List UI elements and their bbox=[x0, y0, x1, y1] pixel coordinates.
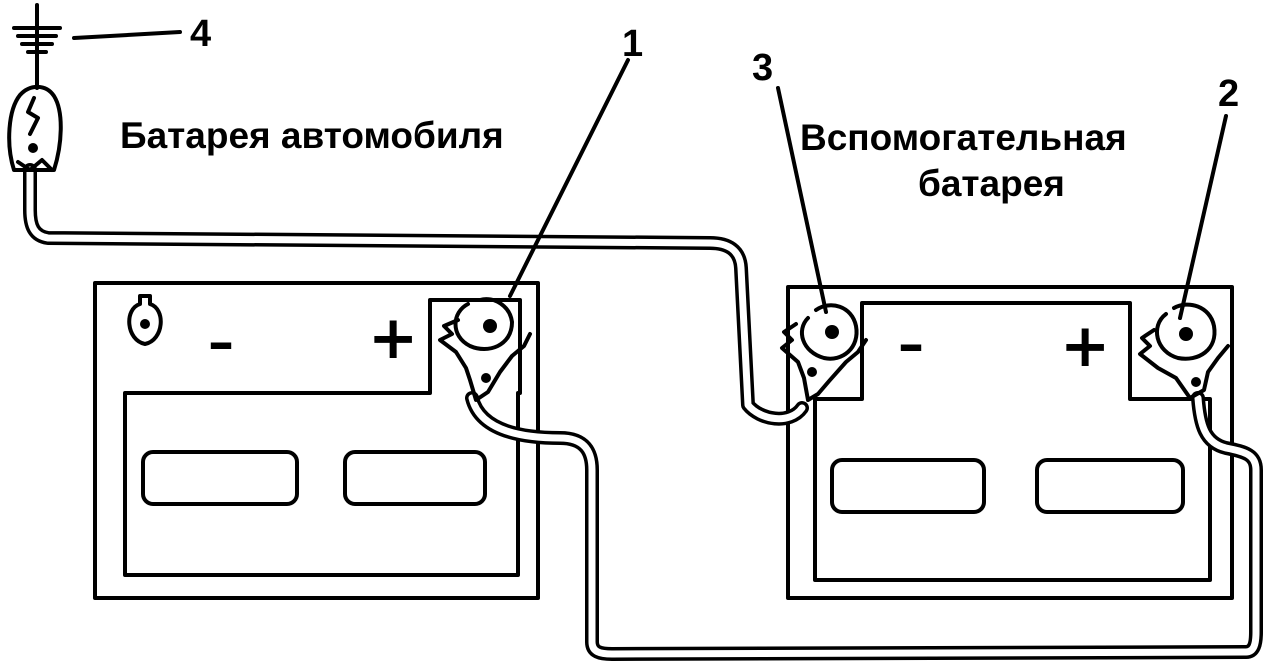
car-plus-sign: + bbox=[368, 303, 418, 373]
car-positive-clamp bbox=[438, 297, 532, 402]
leader-line-3 bbox=[776, 86, 828, 314]
aux-battery-cell-left bbox=[830, 458, 986, 514]
callout-1: 1 bbox=[622, 23, 643, 65]
aux-battery-label-line2: батарея bbox=[918, 163, 1065, 204]
aux-negative-clamp bbox=[780, 303, 868, 402]
car-minus-sign: – bbox=[208, 313, 234, 373]
car-battery-cell-right bbox=[343, 450, 487, 506]
leader-lines bbox=[72, 30, 1228, 320]
leader-line-4 bbox=[72, 30, 182, 40]
callout-2: 2 bbox=[1218, 73, 1239, 115]
aux-plus-sign: + bbox=[1060, 311, 1110, 381]
aux-battery-label-line1: Вспомогательная bbox=[800, 117, 1127, 158]
car-battery-label: Батарея автомобиля bbox=[120, 115, 504, 156]
leader-line-2 bbox=[1178, 114, 1228, 320]
callout-4: 4 bbox=[190, 13, 211, 55]
cables bbox=[23, 163, 1263, 661]
car-negative-terminal bbox=[127, 294, 163, 346]
aux-minus-sign: – bbox=[898, 315, 924, 375]
aux-battery: – + bbox=[786, 285, 1234, 600]
aux-positive-clamp bbox=[1138, 302, 1230, 400]
ground-clamp bbox=[7, 84, 63, 172]
car-battery: – + bbox=[93, 281, 540, 600]
aux-battery-cell-right bbox=[1035, 458, 1185, 514]
car-battery-cell-left bbox=[141, 450, 299, 506]
leader-line-1 bbox=[508, 58, 630, 298]
ground-symbol bbox=[12, 3, 62, 90]
callout-3: 3 bbox=[752, 47, 773, 89]
